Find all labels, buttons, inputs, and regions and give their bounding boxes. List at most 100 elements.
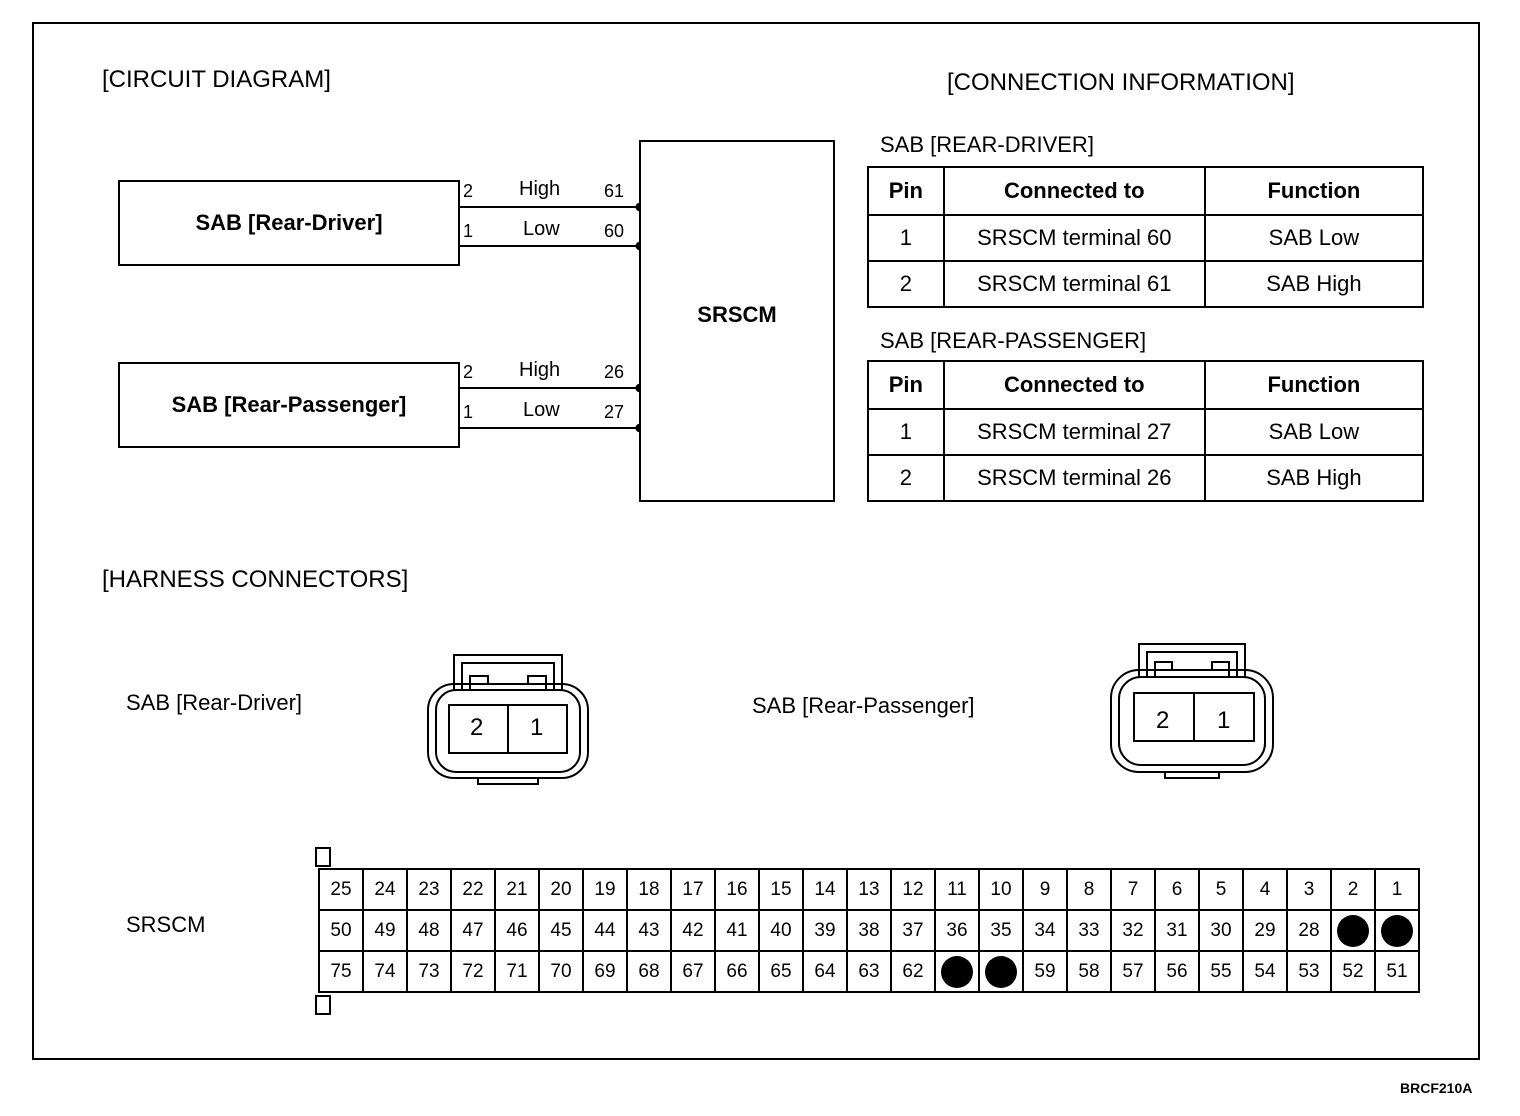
- table-cell: 1: [867, 214, 945, 262]
- terminal-cell: 67: [670, 950, 716, 993]
- table-header-cell: Connected to: [942, 360, 1206, 410]
- terminal-cell: 34: [1022, 909, 1068, 952]
- terminal-cell: 16: [714, 868, 760, 911]
- wire-signal-label: High: [519, 178, 561, 200]
- terminal-cell: 28: [1286, 909, 1332, 952]
- terminal-cell: 43: [626, 909, 672, 952]
- terminal-cell: 38: [846, 909, 892, 952]
- wire-pin-label: 2: [463, 362, 474, 382]
- terminal-cell: 57: [1110, 950, 1156, 993]
- terminal-cell: 45: [538, 909, 584, 952]
- terminal-used-cell: [1330, 909, 1376, 952]
- terminal-cell: 49: [362, 909, 408, 952]
- wire-pin-label: 2: [463, 181, 474, 201]
- terminal-cell: 20: [538, 868, 584, 911]
- terminal-cell: 18: [626, 868, 672, 911]
- figure-code: BRCF210A: [1400, 1080, 1473, 1096]
- terminal-cell: 70: [538, 950, 584, 993]
- connector-pin-label: 1: [1217, 707, 1231, 734]
- terminal-cell: 15: [758, 868, 804, 911]
- terminal-cell: 58: [1066, 950, 1112, 993]
- rear-driver-connection-table: Pin Connected to Function 1 SRSCM termin…: [867, 166, 1425, 308]
- table-cell: SAB Low: [1203, 214, 1425, 262]
- harness-srscm-label: SRSCM: [126, 912, 206, 937]
- terminal-cell: 3: [1286, 868, 1332, 911]
- rear-driver-connector-outline: [427, 654, 589, 785]
- terminal-cell: 59: [1022, 950, 1068, 993]
- connector-pin-label: 1: [530, 714, 544, 741]
- terminal-cell: 36: [934, 909, 980, 952]
- terminal-used-cell: [934, 950, 980, 993]
- terminal-cell: 56: [1154, 950, 1200, 993]
- terminal-cell: 33: [1066, 909, 1112, 952]
- sab-rear-passenger-box: SAB [Rear-Passenger]: [118, 362, 460, 448]
- table-cell: 1: [867, 408, 945, 456]
- terminal-cell: 32: [1110, 909, 1156, 952]
- terminal-cell: 47: [450, 909, 496, 952]
- terminal-cell: 65: [758, 950, 804, 993]
- table-header-row: Pin Connected to Function: [867, 166, 1425, 216]
- terminal-cell: 64: [802, 950, 848, 993]
- wire-terminal-label: 61: [604, 181, 625, 201]
- diagram-frame: [32, 22, 1480, 1060]
- srscm-box: SRSCM: [639, 140, 835, 502]
- connection-information-heading: [CONNECTION INFORMATION]: [947, 69, 1295, 96]
- terminal-cell: 68: [626, 950, 672, 993]
- terminal-used-dot: [1337, 914, 1369, 947]
- terminal-cell: 66: [714, 950, 760, 993]
- terminal-used-dot: [1381, 914, 1413, 947]
- rear-passenger-table-title: SAB [REAR-PASSENGER]: [880, 328, 1147, 353]
- table-cell: 2: [867, 260, 945, 308]
- terminal-used-cell: [978, 950, 1024, 993]
- table-header-row: Pin Connected to Function: [867, 360, 1425, 410]
- terminal-cell: 10: [978, 868, 1024, 911]
- table-row: 2 SRSCM terminal 26 SAB High: [867, 454, 1425, 502]
- terminal-cell: 6: [1154, 868, 1200, 911]
- sab-rear-passenger-label: SAB [Rear-Passenger]: [171, 392, 407, 417]
- terminal-cell: 12: [890, 868, 936, 911]
- table-header-cell: Pin: [867, 360, 945, 410]
- terminal-used-dot: [941, 955, 973, 988]
- table-cell: SAB Low: [1203, 408, 1425, 456]
- wire-terminal-label: 60: [604, 221, 625, 241]
- terminal-cell: 42: [670, 909, 716, 952]
- table-cell: SRSCM terminal 27: [942, 408, 1206, 456]
- wire-signal-label: Low: [523, 218, 560, 240]
- terminal-cell: 14: [802, 868, 848, 911]
- terminal-cell: 73: [406, 950, 452, 993]
- terminal-cell: 2: [1330, 868, 1376, 911]
- terminal-cell: 41: [714, 909, 760, 952]
- table-cell: SAB High: [1203, 454, 1425, 502]
- terminal-cell: 9: [1022, 868, 1068, 911]
- wire-signal-label: High: [519, 359, 561, 381]
- terminal-cell: 22: [450, 868, 496, 911]
- terminal-cell: 37: [890, 909, 936, 952]
- harness-connectors-heading: [HARNESS CONNECTORS]: [102, 566, 409, 593]
- table-header-cell: Connected to: [942, 166, 1206, 216]
- terminal-cell: 72: [450, 950, 496, 993]
- terminal-cell: 62: [890, 950, 936, 993]
- terminal-cell: 48: [406, 909, 452, 952]
- terminal-cell: 44: [582, 909, 628, 952]
- terminal-cell: 30: [1198, 909, 1244, 952]
- terminal-cell: 52: [1330, 950, 1376, 993]
- table-cell: 2: [867, 454, 945, 502]
- table-cell: SRSCM terminal 60: [942, 214, 1206, 262]
- srscm-label: SRSCM: [697, 302, 777, 327]
- rear-passenger-connector-outline: [1110, 643, 1274, 779]
- harness-rear-passenger-label: SAB [Rear-Passenger]: [752, 693, 975, 718]
- table-row: 2 SRSCM terminal 61 SAB High: [867, 260, 1425, 308]
- table-header-cell: Function: [1203, 360, 1425, 410]
- terminal-cell: 40: [758, 909, 804, 952]
- terminal-cell: 46: [494, 909, 540, 952]
- terminal-cell: 5: [1198, 868, 1244, 911]
- terminal-cell: 63: [846, 950, 892, 993]
- terminal-cell: 29: [1242, 909, 1288, 952]
- table-cell: SRSCM terminal 26: [942, 454, 1206, 502]
- circuit-diagram-heading: [CIRCUIT DIAGRAM]: [102, 66, 331, 93]
